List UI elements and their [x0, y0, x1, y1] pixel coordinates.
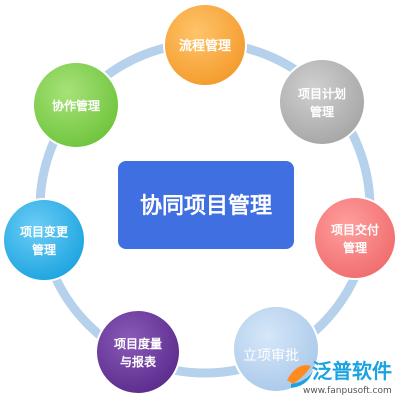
node-measure-circle [95, 309, 181, 395]
node-deliver: 项目交付 管理 [313, 196, 397, 280]
logo-name: 泛普软件 [312, 359, 392, 383]
node-plan-label-line1: 项目计划 [298, 86, 346, 101]
node-collab: 协作管理 [32, 61, 120, 149]
node-collab-label: 协作管理 [52, 98, 100, 113]
node-measure-label-line1: 项目度量 [114, 336, 162, 351]
node-plan: 项目计划 管理 [278, 58, 366, 146]
node-plan-circle [278, 58, 366, 146]
node-measure: 项目度量 与报表 [95, 309, 181, 395]
logo-url: www.fanpusoft.com [303, 386, 392, 396]
brand-logo: 泛普软件 www.fanpusoft.com [287, 359, 392, 396]
node-measure-label-line2: 与报表 [120, 354, 157, 369]
center-box: 协同项目管理 [118, 161, 294, 249]
node-deliver-label-line1: 项目交付 [331, 222, 379, 237]
node-plan-label-line2: 管理 [310, 104, 334, 119]
logo-mark-icon [287, 365, 313, 388]
node-flow: 流程管理 [163, 3, 247, 87]
center-box-shape [118, 161, 294, 249]
node-change: 项目变更 管理 [2, 198, 86, 282]
node-deliver-circle [313, 196, 397, 280]
node-approve-label: 立项审批 [243, 348, 299, 364]
node-flow-circle [163, 3, 247, 87]
center-label: 协同项目管理 [140, 193, 272, 219]
node-flow-label: 流程管理 [179, 38, 231, 54]
node-collab-circle [32, 61, 120, 149]
logo-swoosh-orange [287, 365, 311, 384]
node-deliver-label-line2: 管理 [343, 240, 367, 255]
node-change-circle [2, 198, 86, 282]
node-change-label-line1: 项目变更 [20, 224, 69, 239]
node-change-label-line2: 管理 [32, 242, 56, 257]
logo-swoosh-blue [291, 370, 313, 388]
